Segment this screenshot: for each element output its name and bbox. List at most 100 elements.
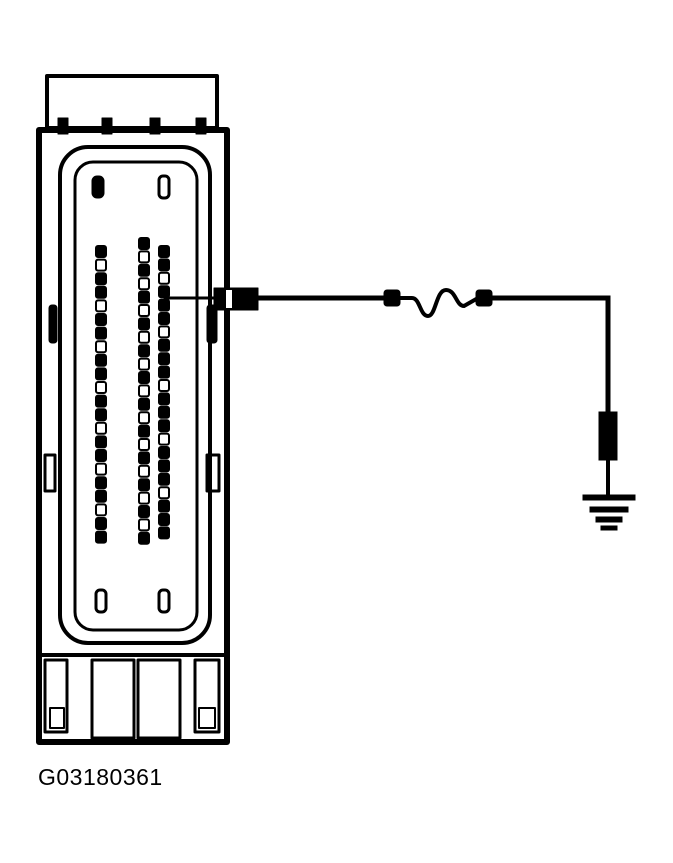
pin-cavity <box>138 263 150 277</box>
pin-cavity <box>138 478 150 492</box>
connector-shroud-inner <box>73 160 199 632</box>
pin-cavity <box>95 394 107 408</box>
connector-shroud-outer <box>58 145 212 645</box>
bottom-lock-left <box>43 658 69 734</box>
circuit-wiring <box>163 287 389 311</box>
pin-cavity <box>95 367 107 381</box>
pin-cavity <box>138 397 150 411</box>
pin-cavity <box>95 503 107 517</box>
side-clip-left <box>43 453 57 493</box>
pin-cavity <box>158 352 170 366</box>
pin-cavity <box>138 531 150 545</box>
pin-cavity <box>95 285 107 299</box>
pin-cavity <box>138 411 150 425</box>
pin-cavity <box>158 312 170 325</box>
bottom-lock-left-tab <box>49 707 65 729</box>
pin-cavity <box>158 298 170 312</box>
pin-cavity <box>138 424 150 438</box>
latch-tooth <box>57 117 69 135</box>
pin-cavity <box>95 326 107 340</box>
side-key-left <box>48 304 58 344</box>
pin-cavity <box>158 432 170 446</box>
pin-cavity <box>138 464 150 478</box>
fuse-element <box>400 288 479 318</box>
pin-cavity <box>158 325 170 339</box>
ground-wire-terminal <box>598 411 618 461</box>
mounting-slot <box>91 175 105 199</box>
connector-pins <box>95 237 170 545</box>
pin-cavity <box>95 462 107 476</box>
pin-cavity <box>95 517 107 530</box>
pin-cavity <box>95 353 107 367</box>
pin-cavity <box>138 237 150 250</box>
pin-cavity <box>158 379 170 392</box>
pin-cavity <box>158 526 170 540</box>
mounting-slot <box>157 588 171 614</box>
pin-cavity <box>158 486 170 500</box>
pin-cavity <box>158 285 170 299</box>
pin-cavity <box>138 330 150 344</box>
pin-cavity <box>138 451 150 465</box>
pin-cavity <box>95 381 107 394</box>
pin-cavity <box>158 258 170 272</box>
pin-cavity <box>158 365 170 379</box>
latch-tooth <box>195 117 207 135</box>
pin-cavity <box>95 421 107 435</box>
pin-cavity <box>158 392 170 406</box>
latch-tooth <box>101 117 113 135</box>
pin-cavity <box>95 299 107 313</box>
mounting-slot <box>94 588 108 614</box>
pin-cavity <box>158 472 170 486</box>
pin-cavity <box>158 513 170 526</box>
pin-cavity <box>95 489 107 503</box>
side-key-right <box>206 304 218 344</box>
ground-bar-4 <box>600 525 618 531</box>
ground-bar-2 <box>589 506 629 513</box>
pin-cavity <box>95 313 107 326</box>
pin-cavity <box>158 271 170 285</box>
fuse-icon <box>383 288 493 318</box>
pin-cavity <box>95 408 107 422</box>
ground-bar-3 <box>595 516 623 523</box>
pin-cavity <box>138 491 150 505</box>
pin-cavity <box>95 476 107 490</box>
pin-cavity <box>138 250 150 264</box>
pin-cavity <box>158 419 170 433</box>
connector-top-latch <box>45 74 219 130</box>
bottom-lock-right <box>193 658 221 734</box>
pin-cavity <box>158 338 170 352</box>
pin-cavity <box>158 245 170 258</box>
pin-cavity <box>95 272 107 286</box>
mounting-slot <box>157 174 171 200</box>
pin-cavity <box>95 258 107 272</box>
pin-cavity <box>158 405 170 419</box>
pin-cavity <box>95 530 107 544</box>
pin-cavity <box>138 290 150 304</box>
pin-cavity <box>138 277 150 291</box>
pin-cavity <box>138 384 150 398</box>
connector-housing <box>36 127 230 745</box>
pin-cavity <box>95 449 107 462</box>
pin-cavity <box>158 446 170 459</box>
pin-cavity <box>138 371 150 384</box>
figure-id-label: G03180361 <box>38 764 163 790</box>
pin-cavity <box>158 459 170 473</box>
pin-cavity <box>138 505 150 518</box>
ground-icon <box>582 494 636 531</box>
bottom-lock-right-tab <box>198 707 216 729</box>
pin-cavity <box>95 340 107 354</box>
pin-cavity <box>95 245 107 258</box>
wire-terminal <box>213 287 259 311</box>
fuse-terminal-left <box>383 289 401 307</box>
side-clip-right <box>205 453 221 493</box>
pin-cavity <box>158 499 170 513</box>
latch-tooth <box>149 117 161 135</box>
bottom-lock-center-b <box>136 658 182 740</box>
pin-cavity <box>138 357 150 371</box>
ground-circuit <box>489 295 618 499</box>
ground-bar-1 <box>582 494 636 501</box>
pin-cavity <box>138 438 150 451</box>
pin-cavity <box>138 317 150 331</box>
pin-cavity <box>138 344 150 358</box>
